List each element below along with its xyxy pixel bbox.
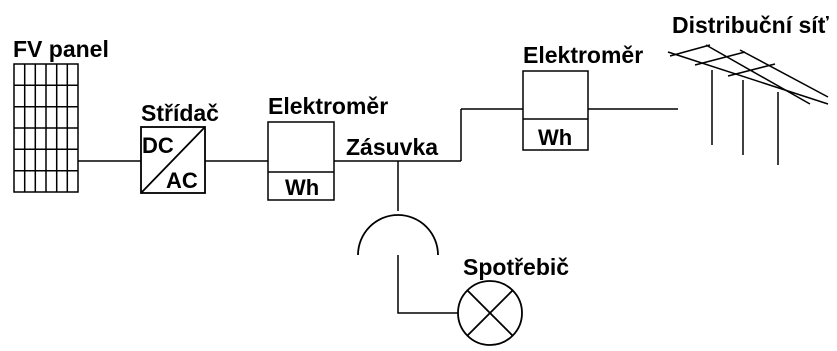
- socket-label: Zásuvka: [346, 134, 438, 160]
- inverter-ac-label: AC: [166, 168, 198, 193]
- meter-left-label: Elektroměr: [268, 93, 388, 119]
- wire-appliance: [397, 255, 458, 314]
- inverter-label: Střídač: [141, 100, 219, 126]
- appliance-label: Spotřebič: [463, 254, 569, 280]
- meter-right: [522, 70, 589, 151]
- meter-left-unit: Wh: [285, 175, 319, 200]
- inverter: [140, 126, 206, 194]
- inverter-dc-label: DC: [142, 133, 174, 158]
- grid-label: Distribuční síť: [672, 12, 830, 38]
- pv-panel: [13, 63, 79, 193]
- meter-right-label: Elektroměr: [523, 42, 643, 68]
- socket-symbol: [357, 214, 439, 256]
- grid-pylons: [667, 44, 829, 165]
- meter-right-unit: Wh: [538, 125, 572, 150]
- pv-panel-label: FV panel: [13, 36, 109, 62]
- appliance-symbol: [457, 280, 523, 346]
